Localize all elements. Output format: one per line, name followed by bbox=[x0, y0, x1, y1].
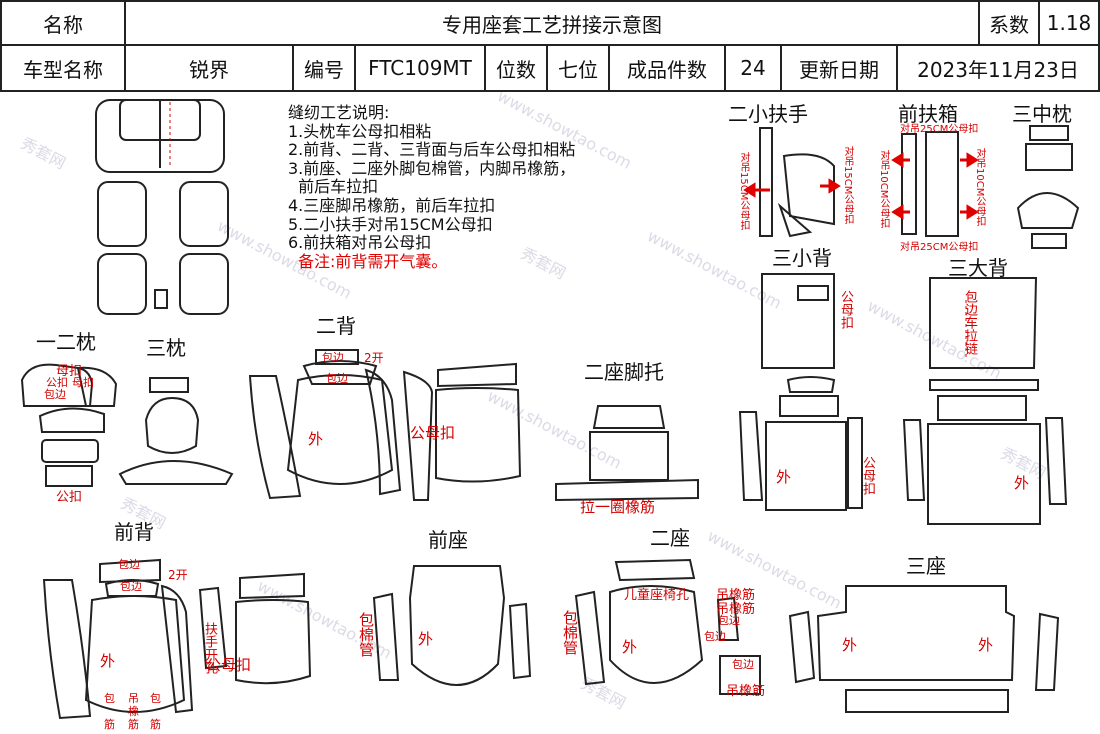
header-table: 名称 专用座套工艺拼接示意图 系数 1.18 车型名称 锐界 编号 FTC109… bbox=[0, 0, 1100, 92]
title-seat-2: 二座 bbox=[650, 526, 690, 550]
label-lashijin: 拉一圈橡筋 bbox=[580, 498, 656, 516]
label-bao: 包 bbox=[150, 692, 161, 705]
label-baobian: 包边 bbox=[118, 558, 140, 571]
front-armbox bbox=[901, 131, 959, 237]
title-footrest-2: 二座脚托 bbox=[584, 360, 664, 384]
title-headrest-middle-3: 三中枕 bbox=[1012, 102, 1072, 126]
label-jin: 筋 bbox=[104, 718, 115, 731]
label-gongmukou-small-side: 公母扣 bbox=[860, 456, 875, 495]
headrest-1-2 bbox=[20, 363, 118, 487]
label-duidiao15-left: 对吊15CM公母扣 bbox=[738, 152, 749, 231]
title-front-armbox: 前扶箱 bbox=[898, 102, 958, 126]
title-headrest-1-2: 一二枕 bbox=[36, 330, 96, 354]
label-2kai: 2开 bbox=[364, 351, 384, 365]
label-gongmukou-small-back: 公母扣 bbox=[838, 290, 853, 329]
notes-remark: 备注:前背需开气囊。 bbox=[298, 251, 448, 271]
title-backrest-front: 前背 bbox=[114, 520, 154, 544]
label-wai: 外 bbox=[418, 630, 434, 648]
seat-front bbox=[372, 565, 532, 686]
label-diao-xiangjin: 吊橡筋 bbox=[716, 602, 756, 617]
label-wai: 外 bbox=[842, 636, 858, 654]
label-armrest-hole: 扶手开孔 bbox=[202, 622, 217, 674]
notes-line: 5.二小扶手对吊15CM公母扣 bbox=[288, 214, 493, 234]
title-seat-front: 前座 bbox=[428, 528, 468, 552]
label-gongkou: 公扣 bbox=[56, 490, 83, 505]
notes-line: 3.前座、二座外脚包棉管，内脚吊橡筋， bbox=[288, 158, 576, 178]
label-child-seat-hole: 儿童座椅孔 bbox=[624, 588, 690, 603]
notes-line: 1.头枕车公母扣相粘 bbox=[288, 121, 432, 141]
label-gongkou: 公扣 bbox=[46, 376, 68, 389]
backrest-small-3 bbox=[738, 273, 863, 511]
label-diao-xiangjin: 吊橡筋 bbox=[726, 684, 766, 699]
backrest-front bbox=[42, 558, 312, 720]
title-backrest-2: 二背 bbox=[316, 314, 356, 338]
label-baobian: 包边 bbox=[326, 372, 348, 385]
label-jin: 筋 bbox=[128, 718, 139, 731]
headrest-middle-3 bbox=[1016, 125, 1080, 249]
label-baobian-chelajian: 包边车拉链 bbox=[962, 290, 977, 355]
date-label: 更新日期 bbox=[780, 44, 898, 92]
label-baobian: 包边 bbox=[44, 388, 66, 401]
label-baobian: 包边 bbox=[704, 630, 726, 643]
label-wai: 外 bbox=[776, 468, 792, 486]
label-gongmukou: 公母扣 bbox=[410, 424, 456, 442]
label-duidiao25-top: 对吊25CM公母扣 bbox=[900, 124, 979, 135]
code-label: 编号 bbox=[292, 44, 356, 92]
label-2kai: 2开 bbox=[168, 568, 188, 582]
label-baobian: 包边 bbox=[322, 351, 344, 364]
label-duidiao25-bottom: 对吊25CM公母扣 bbox=[900, 242, 979, 253]
model-value: 锐界 bbox=[124, 44, 294, 92]
seat-3 bbox=[788, 585, 1060, 713]
armrest-small-2 bbox=[759, 127, 835, 238]
name-label: 名称 bbox=[0, 0, 126, 46]
seat-2 bbox=[574, 558, 761, 695]
label-duidiao15-right: 对吊15CM公母扣 bbox=[842, 146, 853, 225]
title-armrest-small-2: 二小扶手 bbox=[728, 102, 808, 126]
title-headrest-3: 三枕 bbox=[146, 336, 186, 360]
label-wai: 外 bbox=[622, 638, 638, 656]
notes-line: 2.前背、二背、三背面与后车公母扣相粘 bbox=[288, 140, 576, 160]
label-baomianguan: 包棉管 bbox=[357, 612, 375, 657]
date-value: 2023年11月23日 bbox=[896, 44, 1100, 92]
label-wai: 外 bbox=[1014, 474, 1030, 492]
seat-overview bbox=[95, 99, 229, 315]
label-wai: 外 bbox=[308, 430, 324, 448]
notes-line: 6.前扶箱对吊公母扣 bbox=[288, 233, 432, 253]
title-backrest-large-3: 三大背 bbox=[948, 256, 1008, 280]
notes-title: 缝纫工艺说明: bbox=[288, 103, 390, 122]
notes-line: 前后车拉扣 bbox=[288, 177, 379, 197]
label-baobian: 包边 bbox=[120, 580, 142, 593]
label-baomianguan: 包棉管 bbox=[561, 610, 579, 655]
label-baobian: 包边 bbox=[718, 614, 740, 627]
title-backrest-small-3: 三小背 bbox=[772, 246, 832, 270]
red-arrows bbox=[743, 152, 979, 220]
label-jin: 筋 bbox=[150, 718, 161, 731]
code-value: FTC109MT bbox=[354, 44, 486, 92]
label-duidiao10-right: 对吊10CM公母扣 bbox=[974, 148, 985, 227]
footrest-2 bbox=[555, 405, 699, 502]
label-diao-xiangjin: 吊橡筋 bbox=[716, 588, 756, 603]
coef-value: 1.18 bbox=[1038, 0, 1100, 46]
label-baobian: 包边 bbox=[732, 658, 754, 671]
backrest-large-3 bbox=[902, 277, 1068, 525]
label-gongmukou: 公母扣 bbox=[206, 656, 252, 674]
backrest-2 bbox=[248, 349, 522, 501]
label-wai: 外 bbox=[978, 636, 994, 654]
sewing-notes: 缝纫工艺说明: 1.头枕车公母扣相粘 2.前背、二背、三背面与后车公母扣相粘 3… bbox=[288, 103, 576, 271]
title-seat-3: 三座 bbox=[906, 554, 946, 578]
label-bao: 包 bbox=[104, 692, 115, 705]
notes-line: 4.三座脚吊橡筋，前后车拉扣 bbox=[288, 195, 496, 215]
seats-value: 七位 bbox=[546, 44, 610, 92]
label-diao: 吊 bbox=[128, 692, 139, 705]
label-mukou: 母扣 bbox=[56, 364, 83, 379]
headrest-3 bbox=[118, 377, 234, 485]
seats-label: 位数 bbox=[484, 44, 548, 92]
model-label: 车型名称 bbox=[0, 44, 126, 92]
label-xiang: 橡 bbox=[128, 705, 139, 718]
label-wai: 外 bbox=[100, 652, 116, 670]
label-mukou-small: 母扣 bbox=[72, 376, 94, 389]
label-duidiao10-left: 对吊10CM公母扣 bbox=[878, 150, 889, 229]
